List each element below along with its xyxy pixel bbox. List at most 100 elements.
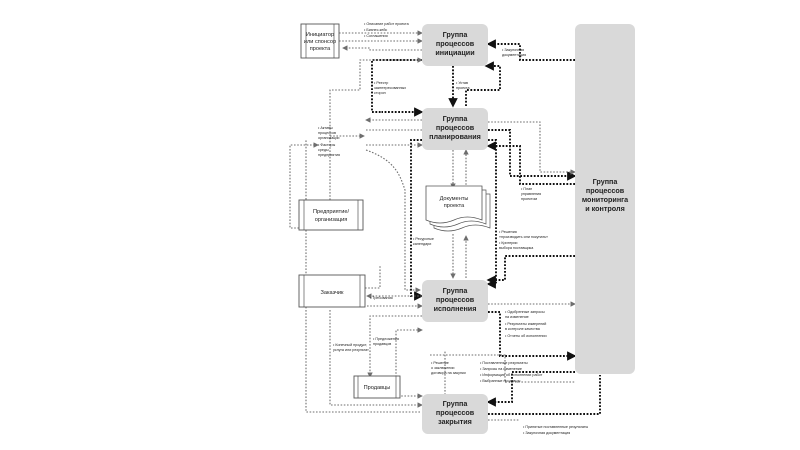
execution-label-3: исполнения [434,304,477,313]
svg-text:• Соглашения: • Соглашения [364,34,388,38]
note-stakeholders: • Реестр заинтересованных сторон [374,81,406,95]
note-resource-cal: • Ресурсные календари [413,237,434,246]
svg-text:выбора поставщика: выбора поставщика [499,246,534,250]
arrow-planning-to-monitoring [488,129,577,181]
svg-text:• Закупочная: • Закупочная [502,48,524,52]
notes: • Описание работ проекта • Бизнес-кейс •… [318,22,589,435]
note-charter: • Устав проекта [456,81,470,90]
note-accepted: • Принятые поставленные результаты • Зак… [523,425,589,435]
entity-sponsor: Инициатор или спонсор проекта [300,23,340,59]
svg-text:• Предложения: • Предложения [373,337,399,341]
svg-text:календари: календари [413,242,431,246]
group-closing: Группа процессов закрытия [422,394,488,434]
svg-text:• Ресурсные: • Ресурсные [413,237,434,241]
arrow-execution-to-sellers [367,315,422,378]
documents-label-2: проекта [444,203,465,209]
svg-text:• Выбранные продавцы: • Выбранные продавцы [480,379,521,383]
documents-label-1: Документы [440,196,469,202]
note-deliverables: • Поставленные результаты • Запросы на и… [480,361,543,383]
execution-label-1: Группа [443,286,469,295]
initiation-label-3: инициации [435,48,474,57]
arrow-planning-to-execution-right [486,139,497,289]
group-planning: Группа процессов планирования [422,108,488,150]
connectors [289,30,601,421]
svg-text:• Результаты измерений: • Результаты измерений [505,322,546,326]
arrow-monitoring-to-closing [486,371,575,407]
arrow-monitoring-to-initiation [486,39,575,61]
monitoring-label-2: процессов [586,186,625,195]
svg-text:продавцов: продавцов [373,342,391,346]
arrow-planning-monitoring-gray [488,121,576,175]
note-closed-docs: • Закупочная документация [502,48,526,57]
arrow-execution-to-monitoring [488,311,577,361]
arrow-assets-to-execution [365,149,421,293]
arrow-customer-to-assets [289,142,319,229]
group-monitoring: Группа процессов мониторинга и контроля [575,24,635,374]
group-initiation: Группа процессов инициации [422,24,488,66]
note-requirements: • Требования [370,296,393,300]
svg-text:• Требования: • Требования [370,296,393,300]
entity-customer: Заказчик [298,274,366,308]
arrow-monitoring-to-planning [486,141,575,185]
svg-text:услуга или результат: услуга или результат [333,348,369,352]
svg-text:• План: • План [521,187,532,191]
svg-text:предприятия: предприятия [318,153,340,157]
note-sponsor-out: • Описание работ проекта • Бизнес-кейс •… [364,22,410,38]
svg-text:проектом: проектом [521,197,538,201]
enterprise-label-2: организация [315,217,348,223]
document-stack-icon: Документы проекта [425,185,491,232]
svg-text:«производить или покупать»: «производить или покупать» [499,235,548,239]
entity-enterprise: Предприятие/ организация [298,199,364,231]
entity-sellers: Продавцы [353,375,401,399]
scroll-icon [300,23,340,59]
svg-text:управления: управления [521,192,541,196]
svg-text:среды: среды [318,148,329,152]
svg-text:о заключении: о заключении [431,366,454,370]
arrow-monitoring-to-execution [486,255,575,285]
sellers-label: Продавцы [364,385,391,391]
svg-text:процессов: процессов [318,131,336,135]
svg-text:• Активы: • Активы [318,126,333,130]
planning-label-2: процессов [436,123,475,132]
note-approved: • Одобренные запросы на изменение • Резу… [505,310,547,338]
monitoring-label-4: и контроля [585,204,625,213]
svg-text:заинтересованных: заинтересованных [374,86,406,90]
svg-text:в контроле качества: в контроле качества [505,327,541,331]
scroll-icon [353,375,401,399]
svg-text:проекта: проекта [456,86,470,90]
closing-label-2: процессов [436,408,475,417]
svg-text:• Описание работ проекта: • Описание работ проекта [364,22,410,26]
svg-text:• Принятые поставленные резуль: • Принятые поставленные результаты [523,425,589,429]
svg-text:• Решение: • Решение [431,361,449,365]
sponsor-label-2: или спонсор [304,39,336,45]
closing-label-1: Группа [443,399,469,408]
note-final-product: • Конечный продукт, услуга или результат [333,343,369,352]
svg-text:• Факторы: • Факторы [318,143,336,147]
svg-text:• Устав: • Устав [456,81,468,85]
note-proposals: • Предложения продавцов [373,337,399,346]
svg-text:• Одобренные запросы: • Одобренные запросы [505,310,545,314]
svg-text:• Реестр: • Реестр [374,81,388,85]
note-assets: • Активы процессов организации • Факторы… [318,126,340,157]
execution-label-2: процессов [436,295,475,304]
group-execution: Группа процессов исполнения [422,280,488,322]
note-make-buy: • Решения «производить или покупать» • К… [499,230,548,250]
arrow-planning-to-execution-left [410,139,424,301]
line-closing-to-sponsor [305,140,420,413]
customer-label: Заказчик [321,290,345,296]
svg-text:документация: документация [502,53,526,57]
scroll-icon [298,274,366,308]
svg-text:• Закупочная документация: • Закупочная документация [523,431,570,435]
svg-text:• Конечный продукт,: • Конечный продукт, [333,343,367,347]
svg-text:• Информация об исполнении раб: • Информация об исполнении работ [480,373,543,377]
svg-text:• Бизнес-кейс: • Бизнес-кейс [364,28,387,32]
line-customer-up [365,266,381,289]
svg-text:договора на закупки: договора на закупки [431,371,466,375]
closing-label-3: закрытия [438,417,472,426]
svg-text:на изменение: на изменение [505,315,529,319]
note-contract: • Решение о заключении договора на закуп… [431,361,466,375]
svg-text:• Критерии: • Критерии [499,241,517,245]
svg-text:• Запросы на изменение: • Запросы на изменение [480,367,522,371]
arrow-planning-to-initiation [465,61,501,106]
